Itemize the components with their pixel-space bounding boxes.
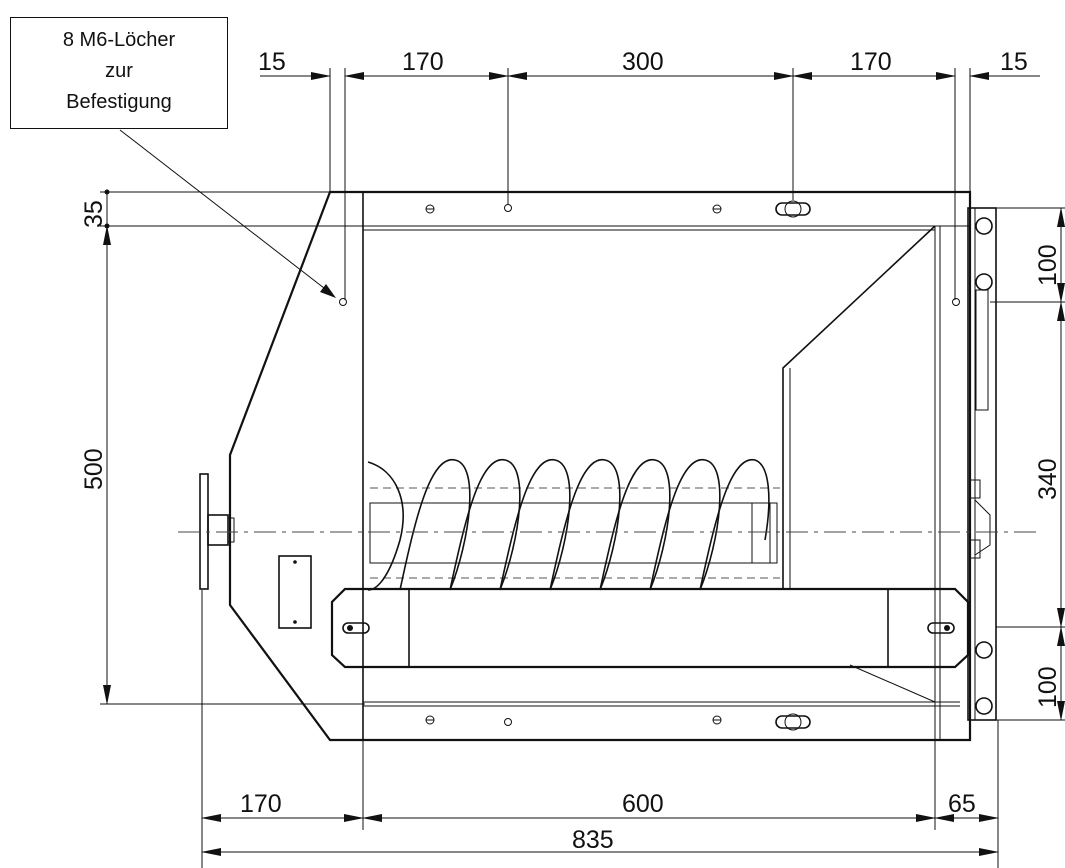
hole [504, 204, 512, 212]
callout-line-2: zur [105, 60, 133, 82]
dim-bottom-170: 170 [240, 790, 282, 818]
dim-left-35: 35 [80, 200, 108, 228]
dim-bottom-600: 600 [622, 790, 664, 818]
slide-plate [330, 587, 970, 669]
dim-right-100-bottom: 100 [1034, 666, 1062, 708]
hole [504, 718, 512, 726]
callout-line-3: Befestigung [66, 91, 172, 113]
dim-right-100-top: 100 [1034, 244, 1062, 286]
dim-left-500: 500 [80, 448, 108, 490]
dim-bottom-65: 65 [948, 790, 976, 818]
machine-body [199, 190, 997, 742]
auger-screw [367, 459, 780, 591]
dim-top-300: 300 [622, 48, 664, 76]
callout-leader [119, 129, 334, 296]
left-dimensions: 35 500 [80, 189, 365, 705]
right-dimensions: 100 340 100 [990, 207, 1065, 721]
bottom-dimensions: 170 600 65 835 [201, 590, 999, 868]
hole [339, 298, 347, 306]
mounting-holes [339, 200, 960, 731]
dim-right-340: 340 [1034, 458, 1062, 500]
callout-leader-arrow [320, 284, 336, 298]
mounting-holes-callout: 8 M6-Löcher zur Befestigung [10, 17, 228, 129]
dim-top-170-left: 170 [402, 48, 444, 76]
dim-overall-835: 835 [572, 826, 614, 854]
dim-top-15-left: 15 [258, 48, 286, 76]
top-dimensions: 15 170 300 170 15 [258, 48, 1040, 300]
dim-top-170-right: 170 [850, 48, 892, 76]
hole [952, 298, 960, 306]
dim-top-15-right: 15 [1000, 48, 1028, 76]
callout-line-1: 8 M6-Löcher [62, 29, 176, 51]
